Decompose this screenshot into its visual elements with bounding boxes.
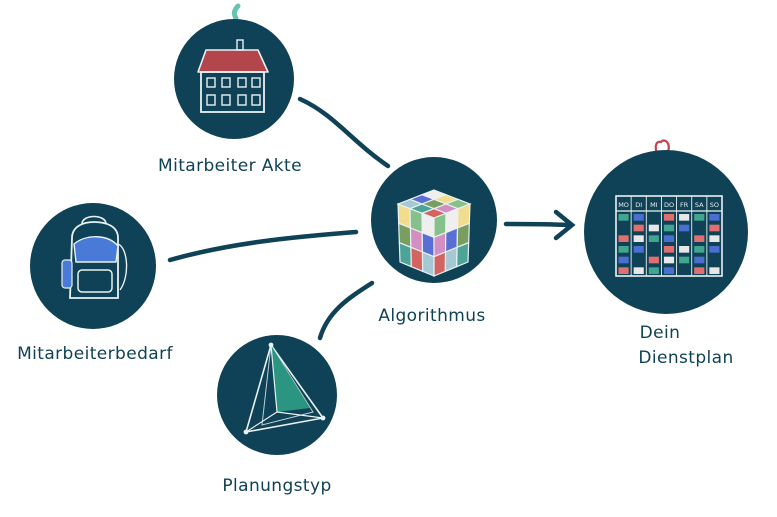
cube-top-face xyxy=(396,189,472,219)
cube-tile xyxy=(433,251,447,277)
label-planungstyp: Planungstyp xyxy=(222,476,331,496)
calendar-weekday-do: DO xyxy=(664,201,674,209)
calendar-shift-tile xyxy=(679,224,690,232)
connector-bedarf-algorithmus xyxy=(167,229,359,263)
node-mitarbeiter-akte: Mitarbeiter Akte xyxy=(158,3,302,176)
calendar-shift-tile xyxy=(663,246,675,253)
calendar-shift-tile xyxy=(663,214,675,221)
calendar-shift-tile xyxy=(709,224,720,232)
calendar-shift-tile xyxy=(633,214,644,221)
node-algorithmus: Algorithmus xyxy=(371,157,497,326)
label-mitarbeiterbedarf: Mitarbeiterbedarf xyxy=(17,344,173,364)
cube-left-face xyxy=(397,203,435,277)
calendar-shift-tile xyxy=(679,214,690,221)
calendar-weekday-di: DI xyxy=(635,201,642,209)
calendar-weekday-mo: MO xyxy=(618,201,629,209)
connector-akte-algorithmus xyxy=(297,96,391,169)
cube-tile xyxy=(444,246,458,273)
calendar-shift-tile xyxy=(618,214,629,221)
calendar-shift-tile xyxy=(709,235,720,242)
calendar-shift-tile xyxy=(709,267,720,274)
calendar-shift-tile xyxy=(709,246,720,253)
calendar-weekday-fr: FR xyxy=(680,201,689,209)
calendar-weekday-so: SO xyxy=(710,201,719,209)
cube-tile xyxy=(398,241,412,268)
cube-tile xyxy=(421,251,435,277)
label-algorithmus: Algorithmus xyxy=(378,306,485,326)
connector-planung-algorithmus xyxy=(317,280,375,341)
calendar-shift-tile xyxy=(679,256,690,264)
calendar-shift-tile xyxy=(694,256,705,264)
calendar-shift-tile xyxy=(663,235,675,242)
calendar-shift-tile xyxy=(648,224,659,232)
calendar-shift-tile xyxy=(663,224,675,232)
calendar-shift-tile xyxy=(618,267,629,274)
calendar-shift-tile xyxy=(633,267,644,274)
calendar-weekday-sa: SA xyxy=(695,201,704,209)
calendar-icon: MO DI MI DO FR SA SO xyxy=(615,195,723,277)
calendar-shift-tile xyxy=(618,256,629,264)
calendar-shift-tile xyxy=(694,246,705,253)
calendar-shift-tile xyxy=(663,256,675,264)
rubiks-cube-icon xyxy=(396,189,472,277)
arrow-algorithmus-to-dienstplan xyxy=(503,209,576,241)
calendar-shift-tile xyxy=(633,235,644,242)
calendar-shift-tile xyxy=(694,235,705,242)
calendar-shift-tile xyxy=(633,246,644,253)
label-dienstplan: Dienstplan xyxy=(638,348,733,368)
node-planungstyp: Planungstyp xyxy=(217,335,337,496)
label-dein: Dein xyxy=(640,323,681,343)
calendar-shift-tile xyxy=(694,214,705,221)
calendar-shift-tile xyxy=(648,235,659,242)
house-icon xyxy=(197,39,269,113)
calendar-shift-tile xyxy=(648,267,659,274)
calendar-shift-tile xyxy=(694,267,705,274)
calendar-shift-tile xyxy=(618,246,629,253)
akte-disc xyxy=(174,19,294,139)
calendar-weekday-mi: MI xyxy=(650,201,658,209)
calendar-shift-tile xyxy=(709,214,720,221)
bedarf-disc xyxy=(30,203,156,329)
calendar-shift-tile xyxy=(648,256,659,264)
backpack-icon xyxy=(61,215,128,299)
node-dein-dienstplan: MO DI MI DO FR SA SO Dein Dienstplan xyxy=(584,139,748,368)
label-mitarbeiter-akte: Mitarbeiter Akte xyxy=(158,156,302,176)
calendar-shift-tile xyxy=(663,267,675,274)
dienstplan-disc xyxy=(584,150,748,314)
cube-tile xyxy=(410,246,424,273)
calendar-shift-tile xyxy=(679,246,690,253)
calendar-shift-tile xyxy=(618,235,629,242)
node-mitarbeiterbedarf: Mitarbeiterbedarf xyxy=(17,203,173,364)
calendar-shift-tile xyxy=(633,224,644,232)
triangle-pyramid-icon xyxy=(243,342,326,435)
cube-tile xyxy=(456,241,470,268)
cube-right-face xyxy=(433,203,471,277)
